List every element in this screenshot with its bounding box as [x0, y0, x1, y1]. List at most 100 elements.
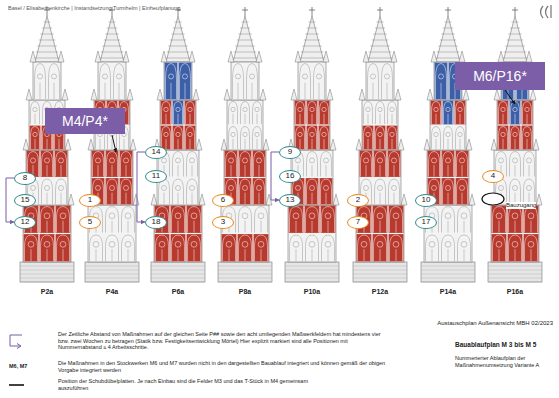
callout-number-text: 1	[88, 196, 92, 204]
note-text: Die Maßnahmen in den Stockwerken M6 und …	[58, 360, 388, 373]
tracery-rose	[496, 213, 502, 219]
tracery-rose	[159, 241, 165, 247]
tracery-arch	[56, 152, 67, 177]
tracery-rose	[30, 158, 35, 163]
tracery-mullion	[300, 139, 301, 149]
tracery-arch	[41, 207, 54, 233]
tracery-rose	[498, 185, 503, 190]
tracery-arch	[174, 102, 183, 125]
tracery-rose	[37, 74, 42, 79]
tracery-rose	[446, 132, 450, 136]
marked-field	[173, 101, 184, 125]
tower-storey	[424, 205, 472, 262]
marked-field	[253, 151, 266, 177]
callout-number-text: 13	[286, 196, 295, 204]
tracery-rose	[390, 132, 394, 136]
tracery-mullion	[296, 249, 297, 261]
tower-storey	[164, 62, 192, 100]
note-text: Nummerierter Ablaufplan der Maßnahmenums…	[455, 355, 551, 368]
tracery-mullion	[47, 193, 48, 204]
tracery-arch	[511, 127, 520, 150]
tracery-rose	[125, 241, 131, 247]
tracery-mullion	[47, 221, 48, 233]
side-label: P8a	[239, 288, 251, 296]
tracery-mullion	[312, 193, 313, 204]
tower-elevation	[285, 7, 339, 282]
tower-storey	[366, 62, 394, 100]
tracery-arch	[443, 152, 454, 177]
tracery-mullion	[162, 249, 163, 261]
bracket-line	[10, 335, 22, 346]
leader-arrow	[505, 90, 515, 104]
tracery-mullion	[448, 193, 449, 204]
tracery-arch	[426, 235, 439, 261]
pinnacle	[228, 51, 234, 62]
tracery-arch	[444, 127, 453, 150]
tracery-rose	[513, 107, 517, 111]
marked-field	[388, 151, 401, 177]
tracery-mullion	[190, 114, 191, 124]
masonry-line	[488, 274, 542, 275]
tower-storey	[491, 205, 539, 262]
tracery-arch	[226, 152, 237, 177]
tracery-rose	[125, 213, 131, 219]
tracery-mullion	[166, 139, 167, 149]
tracery-arch	[443, 179, 454, 204]
pinnacle	[58, 51, 64, 62]
tracery-arch	[240, 152, 251, 177]
tracery-mullion	[531, 249, 532, 261]
pinnacle	[533, 139, 539, 150]
marked-field	[389, 206, 404, 233]
tracery-arch	[106, 235, 119, 261]
crocket	[504, 52, 527, 53]
pinnacle	[391, 51, 397, 62]
tracery-arch	[31, 127, 40, 150]
tracery-rose	[461, 241, 467, 247]
tracery-mullion	[515, 165, 516, 176]
tracery-rose	[255, 107, 259, 111]
tracery-mullion	[312, 114, 313, 124]
pinnacle	[469, 194, 475, 205]
note-text: M6, M7	[9, 363, 27, 370]
crocket	[372, 40, 389, 41]
tracery-rose	[377, 185, 382, 190]
masonry-line	[353, 270, 407, 271]
box-label: M4/P4*	[62, 114, 108, 128]
tracery-rose	[458, 132, 462, 136]
crocket	[34, 58, 60, 59]
tracery-arch	[388, 102, 397, 125]
callout-number: 6	[212, 194, 234, 207]
crocket	[369, 52, 392, 53]
crocket	[441, 34, 454, 35]
tracery-arch	[93, 152, 104, 177]
tracery-rose	[175, 241, 181, 247]
tower-storey	[160, 100, 196, 150]
tracery-mullion	[464, 221, 465, 233]
tracery-arch	[510, 152, 521, 177]
tracery-arch	[388, 127, 397, 150]
callout-number-text: 7	[356, 218, 360, 226]
tracery-mullion	[126, 193, 127, 204]
tracery-arch	[122, 235, 135, 261]
tracery-mullion	[312, 221, 313, 233]
tracery-mullion	[300, 114, 301, 124]
masonry-line	[20, 278, 74, 279]
towers	[20, 7, 542, 282]
crocket	[443, 28, 453, 29]
tracery-mullion	[128, 221, 129, 233]
tracery-rose	[30, 185, 35, 190]
tracery-mullion	[462, 165, 463, 176]
marked-field	[428, 151, 441, 177]
masonry-line	[421, 266, 475, 267]
masonry-line	[218, 278, 272, 279]
tracery-rose	[310, 107, 314, 111]
tracery-arch	[375, 152, 386, 177]
tracery-mullion	[63, 221, 64, 233]
masonry-line	[218, 282, 272, 283]
callout-number-text: 14	[152, 148, 161, 156]
tracery-mullion	[192, 165, 193, 176]
side-label: P12a	[372, 288, 388, 296]
tracery-rose	[459, 158, 464, 163]
tracery-mullion	[178, 193, 179, 204]
crocket	[108, 22, 115, 23]
